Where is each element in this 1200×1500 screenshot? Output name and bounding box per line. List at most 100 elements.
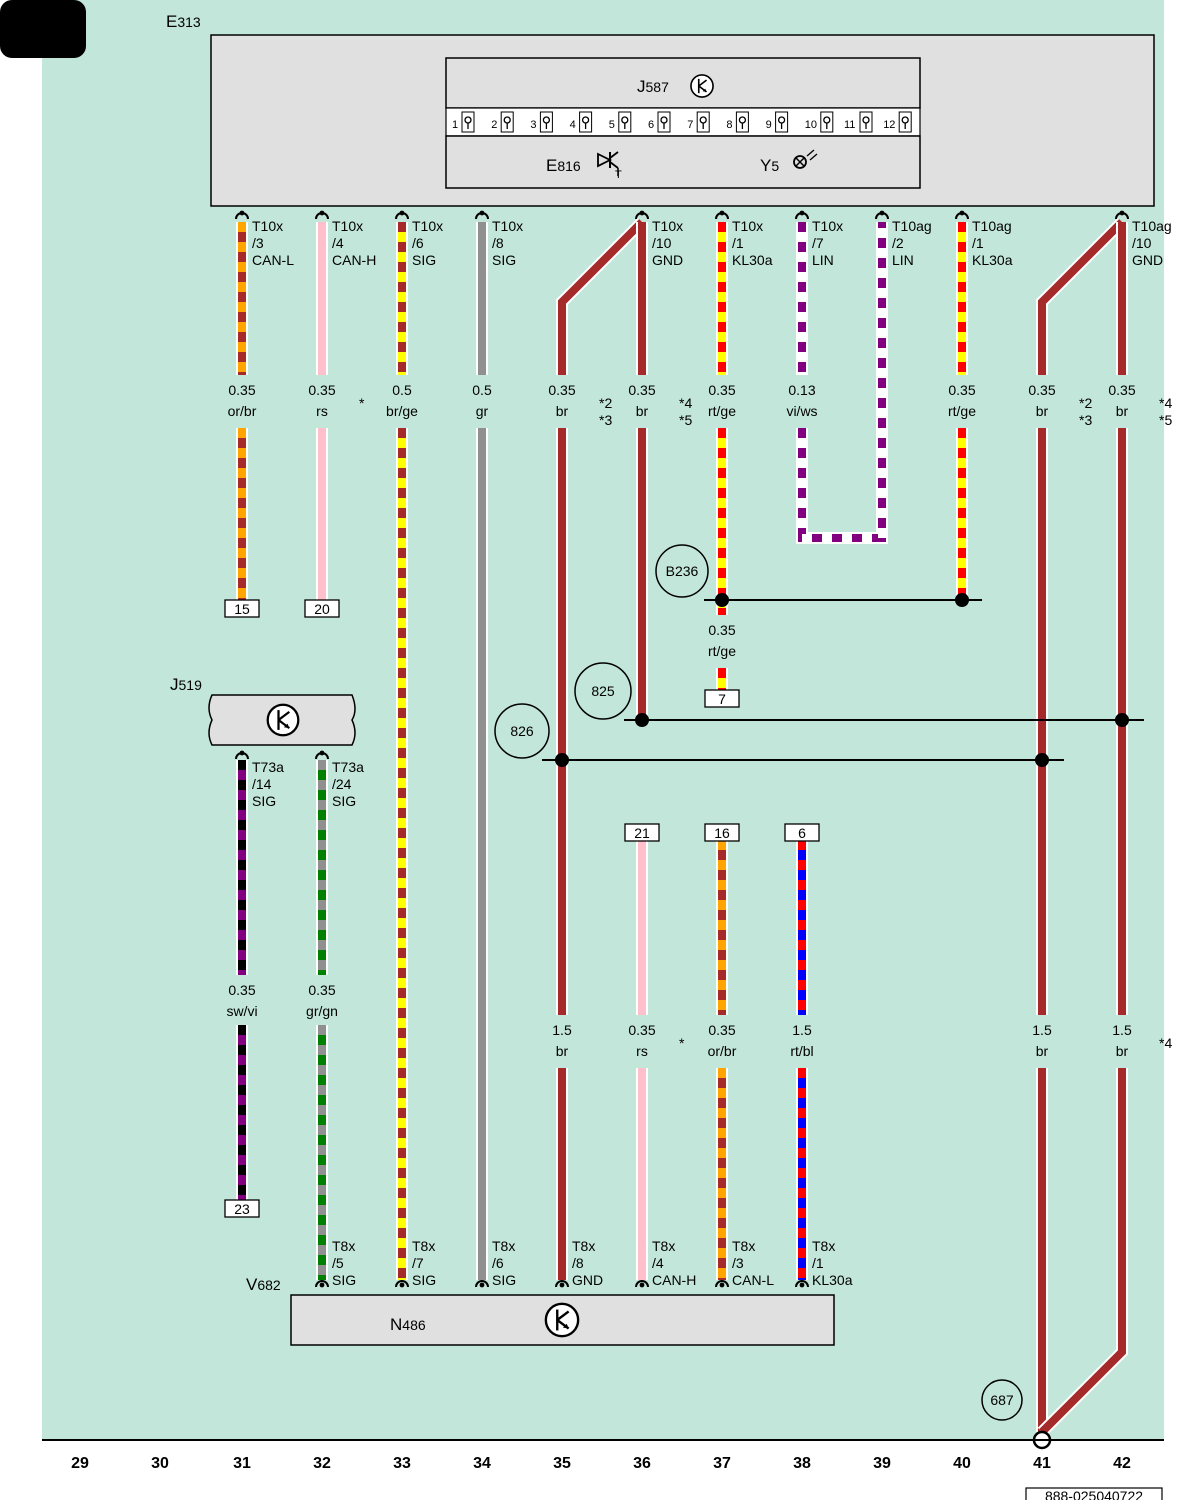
connector-text: /6 [492,1255,504,1271]
y5-label: Y5 [760,156,779,175]
wire-35-top [556,217,647,375]
connector-text: T10ag [892,218,932,234]
wire-size: 0.5 [392,382,412,398]
connector-text: T8x [492,1238,515,1254]
connector-text: /4 [332,235,344,251]
pin-number: 7 [687,119,693,131]
ground-connection-825[interactable]: 825 [574,662,632,720]
connector-text: T8x [732,1238,755,1254]
connector-text: /8 [572,1255,584,1271]
wire-color: gr/gn [306,1003,338,1019]
ground-connection-B236[interactable]: B236 [655,544,709,598]
pin-terminal-icon [696,111,710,133]
connector-text: SIG [492,252,516,268]
connector-text: /24 [332,776,352,792]
ground-connection-826[interactable]: 826 [494,703,550,759]
column-number: 35 [553,1455,571,1472]
ground-connection-687[interactable]: 687 [981,1379,1023,1421]
continuation-box-7[interactable]: 7 [704,689,740,708]
n486-module[interactable]: V682 N486 [246,1275,835,1346]
ground-connection-text: 825 [591,683,615,699]
pin-terminal-icon [859,111,873,133]
pin-number: 6 [648,119,654,131]
connector-text: CAN-H [652,1272,696,1288]
continuation-box-text: 7 [718,691,726,707]
connector-text: GND [1132,252,1163,268]
connector-text: T10x [812,218,843,234]
e816-y5-unit[interactable]: E816 T Y5 [445,135,921,189]
ground-connection-text: 687 [990,1392,1014,1408]
control-unit-icon [690,74,714,98]
wire-spec-w32b: 0.35 gr/gn [306,982,338,1019]
column-number: 40 [953,1455,971,1472]
wire-color: br [556,403,569,419]
wire-size: 1.5 [1112,1022,1132,1038]
wire-41-top [1036,217,1127,375]
wire-color: br [1036,1043,1049,1059]
pin-number: 12 [883,119,895,131]
lamp-icon [793,149,818,169]
wire-color: or/br [228,403,257,419]
continuation-box-20[interactable]: 20 [304,599,340,618]
wire-size: 0.35 [308,982,335,998]
continuation-box-23[interactable]: 23 [224,1199,260,1218]
connector-text: SIG [252,793,276,809]
wire-color: sw/vi [226,1003,257,1019]
document-id-text: 888-025040722 [1045,1488,1143,1500]
connector-text: KL30a [812,1272,853,1288]
continuation-box-text: 15 [234,601,250,617]
continuation-box-6[interactable]: 6 [784,823,820,842]
pin-terminal-icon [579,111,593,133]
connector-text: /3 [732,1255,744,1271]
pin-terminal-icon [820,111,834,133]
continuation-box-21[interactable]: 21 [624,823,660,842]
connector-text: SIG [412,1272,436,1288]
ground-connection-text: B236 [666,563,699,579]
wire-size: 0.13 [788,382,815,398]
wire-color: br [1116,403,1129,419]
e816-label: E816 [546,156,581,175]
wire-42-bottom [1037,1068,1128,1437]
wire-spec-w38b: 1.5rt/bl [790,1022,813,1059]
j587-unit[interactable]: J587 [445,57,921,109]
pin-terminal-icon [539,111,553,133]
connector-text: /10 [1132,235,1152,251]
connector-text: KL30a [732,252,773,268]
connector-text: CAN-H [332,252,376,268]
continuation-box-15[interactable]: 15 [224,599,260,618]
connector-text: /6 [412,235,424,251]
connector-text: /1 [812,1255,824,1271]
connection-point-icon [955,593,969,607]
j519-module[interactable]: J519 [170,675,356,746]
pin-terminal-icon [461,111,475,133]
continuation-box-16[interactable]: 16 [704,823,740,842]
connector-text: T73a [332,759,364,775]
wire-size: 1.5 [792,1022,812,1038]
